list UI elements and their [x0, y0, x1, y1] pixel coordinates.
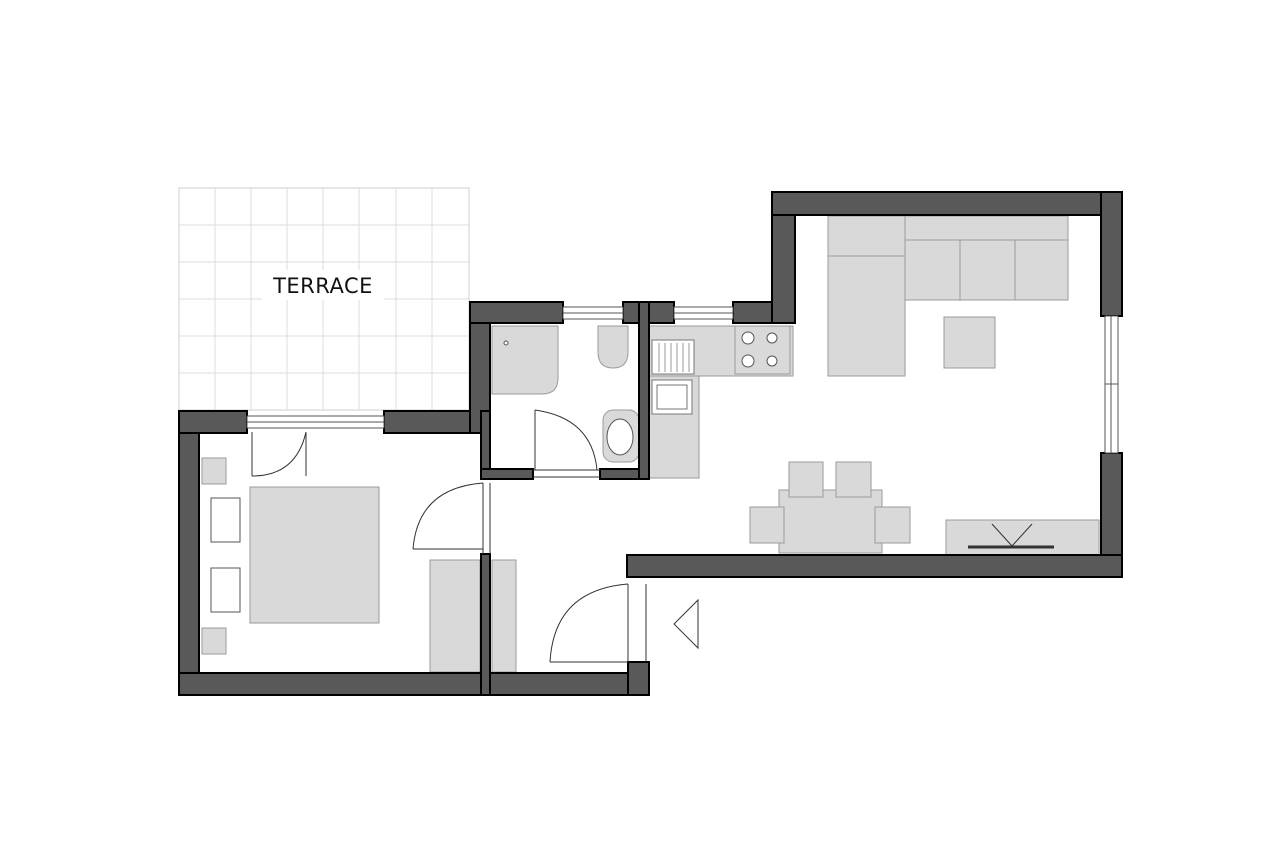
wardrobe: [429, 559, 481, 673]
sofa-back: [904, 215, 1069, 241]
sofa-seat: [959, 239, 1016, 301]
bathroom-door[interactable]: [533, 409, 600, 478]
burner-icon: [741, 331, 755, 345]
nightstand-top: [201, 457, 227, 485]
doors: [251, 409, 647, 663]
burner-icon: [766, 332, 778, 344]
dining-chair: [749, 506, 785, 544]
entrance-arrow-icon: [673, 598, 699, 650]
hall-cabinet: [491, 559, 517, 673]
terrace-door[interactable]: [251, 431, 307, 477]
sink-basin: [656, 384, 688, 410]
coffee-table: [943, 316, 996, 369]
washbasin: [597, 325, 629, 369]
entrance-door[interactable]: [549, 583, 647, 663]
sofa-chaise: [827, 215, 906, 377]
dining-chair: [874, 506, 911, 544]
walls: [178, 191, 1123, 696]
sofa-seat: [904, 239, 961, 301]
terrace-label: TERRACE: [272, 274, 373, 298]
terrace: TERRACE: [178, 187, 470, 411]
dining-chair: [835, 461, 872, 498]
nightstand-bottom: [201, 627, 227, 655]
bed: [249, 486, 380, 624]
shower-drain-icon: [503, 340, 509, 346]
dining-chair: [788, 461, 824, 498]
dish-drainer: [651, 339, 695, 375]
tv-console: [945, 519, 1100, 556]
burner-icon: [741, 354, 755, 368]
burner-icon: [766, 355, 778, 367]
shower-tray: [491, 325, 559, 395]
pillow-bottom: [210, 567, 241, 613]
bedroom-door[interactable]: [412, 482, 491, 554]
sofa-seat: [1014, 239, 1069, 301]
windows: [246, 306, 1119, 454]
cooktop: [734, 325, 791, 375]
tv: [968, 523, 1054, 549]
pillow-top: [210, 497, 241, 543]
drainer-ribs: [658, 343, 690, 372]
dining-table: [778, 489, 883, 554]
toilet-bowl: [606, 418, 634, 456]
